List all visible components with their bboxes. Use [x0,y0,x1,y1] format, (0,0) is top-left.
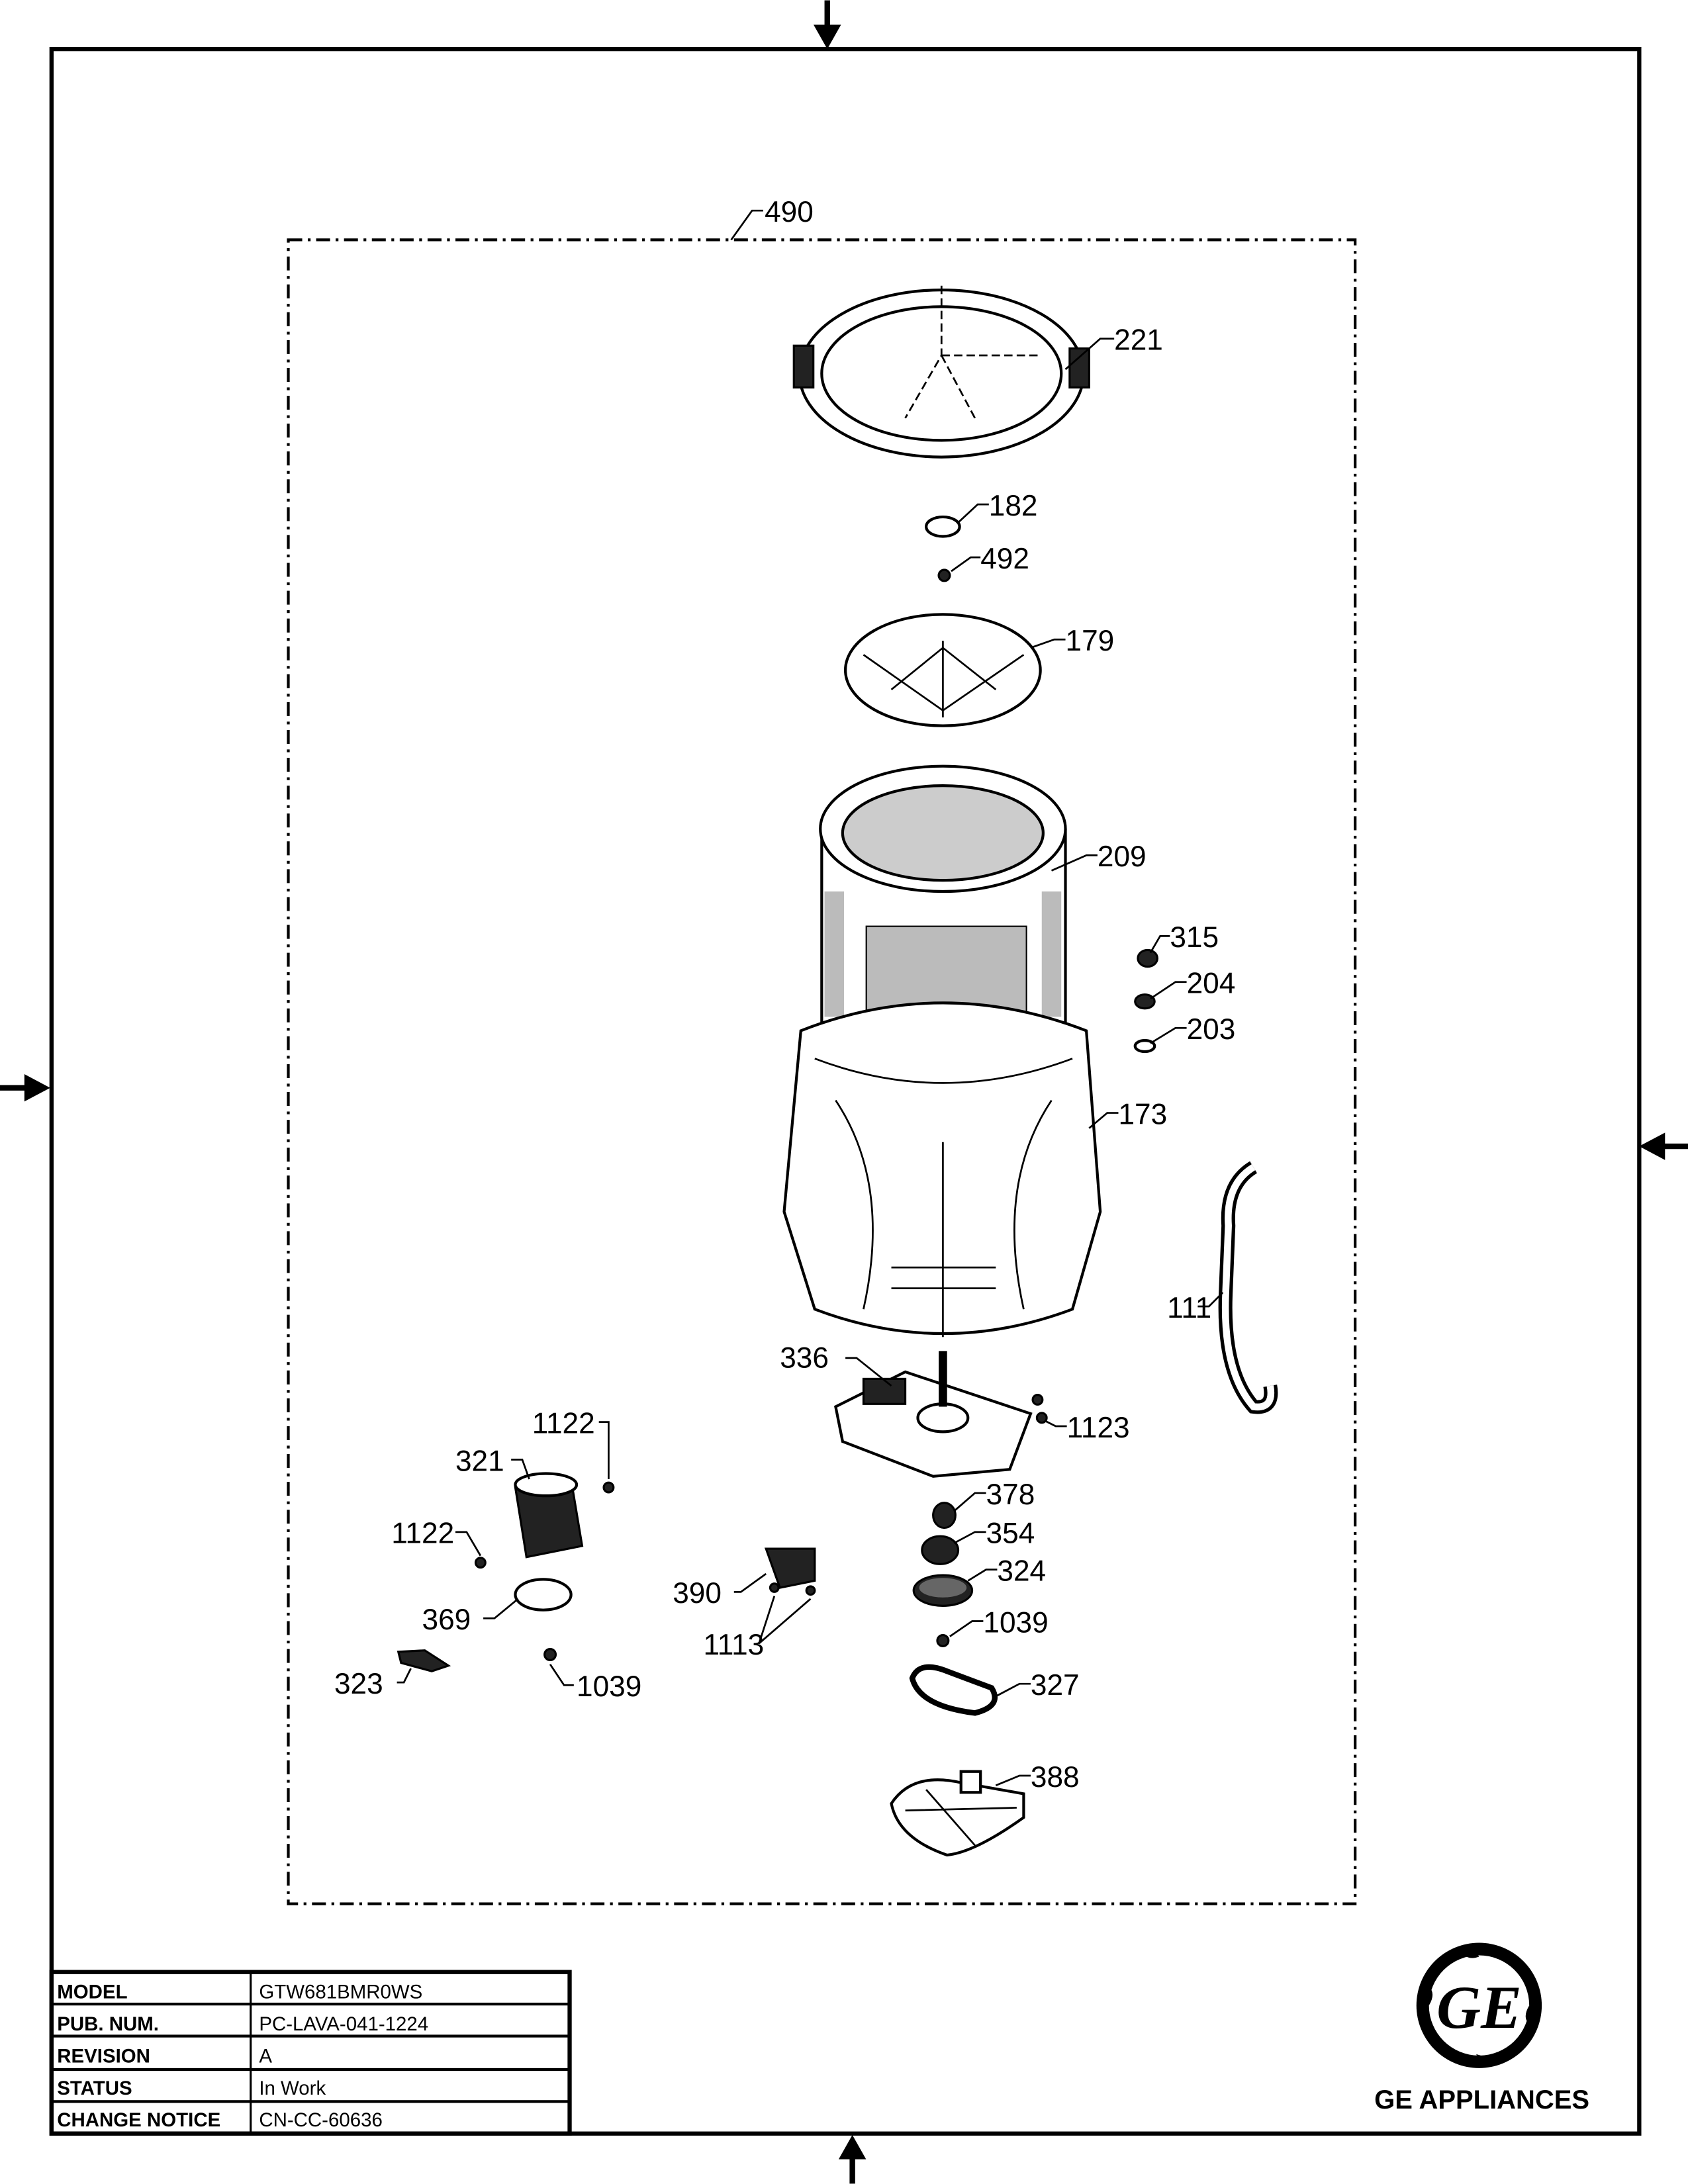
leader-lines [397,209,1224,1787]
callout-labels: 490 221 182 492 179 209 315 204 203 173 … [334,196,1235,1794]
callout-1039-a: 1039 [983,1606,1048,1639]
revision-value: A [259,2045,272,2067]
callout-1122-a: 1122 [532,1407,595,1439]
callout-390: 390 [673,1577,722,1610]
sheet-border [49,46,1642,2136]
callout-203: 203 [1187,1013,1236,1046]
part-327-belt[interactable] [909,1664,998,1716]
callout-336: 336 [780,1342,829,1375]
part-221-tub-cover[interactable] [792,285,1090,459]
part-179-pulsator[interactable] [844,613,1042,727]
revision-label: REVISION [57,2045,150,2067]
callout-324: 324 [997,1555,1046,1587]
part-336-mounting-plate[interactable] [833,1351,1033,1478]
part-492-bolt[interactable] [937,569,951,582]
part-209-basket[interactable] [819,764,1067,1054]
assembly-boundary [287,238,1357,1905]
part-323-sensor[interactable] [397,1649,451,1672]
callout-1122-b: 1122 [391,1518,454,1550]
callout-388: 388 [1031,1761,1080,1794]
callout-323: 323 [334,1668,383,1700]
part-1122-bolt[interactable] [474,1481,615,1569]
part-388-cover[interactable] [890,1770,1025,1857]
callout-327: 327 [1031,1669,1080,1702]
part-1123-bolt[interactable] [1031,1394,1048,1424]
callout-179: 179 [1066,625,1115,657]
part-315-nut[interactable] [1137,948,1158,968]
part-173-outer-tub[interactable] [782,1001,1102,1338]
status-value: In Work [259,2077,326,2099]
callout-182: 182 [989,490,1038,522]
callout-1113: 1113 [703,1629,764,1661]
callout-354: 354 [986,1518,1035,1550]
part-321-motor[interactable] [514,1472,584,1559]
callout-209: 209 [1098,841,1147,873]
part-369-rotor[interactable] [514,1578,573,1612]
part-182-ring[interactable] [925,515,961,538]
callout-221: 221 [1114,324,1163,357]
change-notice-label: CHANGE NOTICE [57,2109,220,2131]
ge-logo: GE GE APPLIANCES [1374,1942,1589,2115]
part-378-coupling[interactable] [932,1502,957,1529]
callout-204: 204 [1187,968,1236,1000]
callout-490: 490 [765,196,814,228]
part-1039-bolt[interactable] [543,1633,950,1661]
callout-378: 378 [986,1479,1035,1511]
part-324-pulley[interactable] [912,1574,974,1607]
callout-369: 369 [422,1604,471,1636]
callout-1039-b: 1039 [577,1670,641,1703]
pub-num-label: PUB. NUM. [57,2013,159,2035]
status-label: STATUS [57,2077,132,2099]
title-block: MODEL GTW681BMR0WS PUB. NUM. PC-LAVA-041… [49,1970,572,2136]
callout-492: 492 [980,543,1029,575]
model-label: MODEL [57,1981,127,2003]
svg-text:GE: GE [1436,1974,1522,2042]
callout-173: 173 [1118,1098,1167,1130]
callout-1123: 1123 [1067,1412,1130,1444]
pub-num-value: PC-LAVA-041-1224 [259,2013,428,2035]
part-390-pump[interactable] [764,1547,816,1589]
part-111-hose[interactable] [1218,1161,1278,1414]
callout-321: 321 [455,1445,504,1477]
brand-name: GE APPLIANCES [1374,2085,1589,2115]
callout-111: 111 [1167,1292,1211,1324]
part-354-bearing[interactable] [921,1535,960,1565]
change-notice-value: CN-CC-60636 [259,2109,382,2131]
part-204-washer[interactable] [1134,993,1156,1010]
part-1113-screw[interactable] [769,1582,816,1596]
model-value: GTW681BMR0WS [259,1981,422,2003]
callout-315: 315 [1170,921,1219,954]
part-203-washer[interactable] [1133,1039,1156,1054]
